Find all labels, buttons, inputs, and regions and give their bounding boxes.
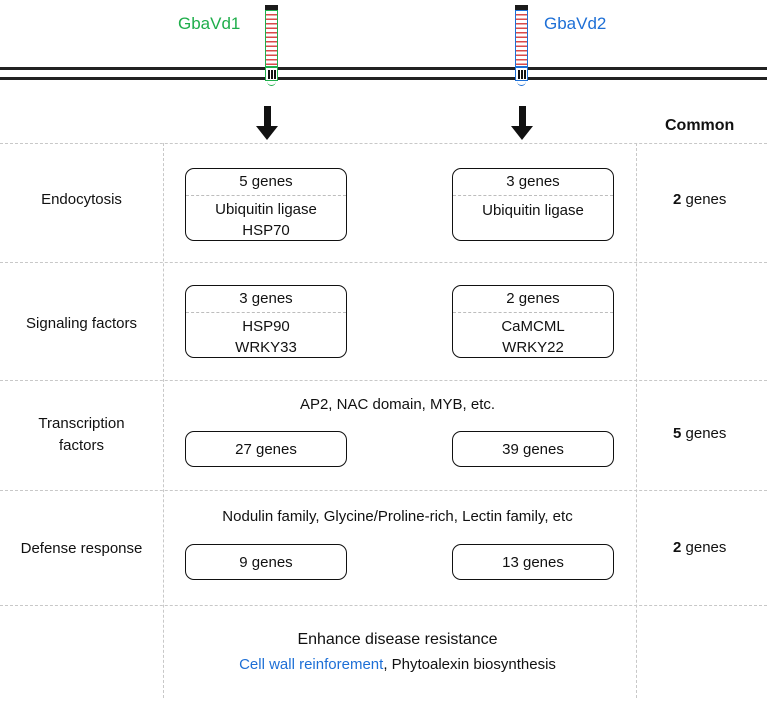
receptor-transmembrane-domain: [265, 67, 278, 81]
gene-box-gbavd1-defense: 9 genes: [185, 544, 347, 580]
box-divider: [186, 195, 346, 196]
gene-item: HSP90: [242, 318, 290, 335]
category-label-defense-response: Defense response: [20, 540, 143, 557]
gene-family-list-transcription: AP2, NAC domain, MYB, etc.: [299, 396, 496, 413]
column-divider: [636, 143, 637, 698]
row-divider: [0, 380, 767, 381]
common-column-header: Common: [665, 117, 735, 134]
gene-item: HSP70: [242, 222, 290, 239]
receptor-name-gbavd2: GbaVd2: [544, 14, 607, 33]
gene-box-gbavd2-transcription: 39 genes: [452, 431, 614, 467]
gene-item: Ubiquitin ligase: [215, 201, 317, 218]
gene-count: 39 genes: [502, 440, 564, 458]
receptor-tail: [267, 81, 276, 86]
gene-count: 5 genes: [239, 173, 293, 190]
gene-count: 3 genes: [239, 290, 293, 307]
gene-count: 27 genes: [235, 440, 297, 458]
receptor-transmembrane-domain: [515, 67, 528, 81]
membrane-outer-line: [0, 67, 767, 70]
receptor-name-gbavd1: GbaVd1: [178, 14, 241, 33]
outcome-detail: Cell wall reinforement, Phytoalexin bios…: [160, 656, 635, 673]
category-label-signaling-factors: Signaling factors: [26, 315, 137, 332]
gene-box-gbavd1-transcription: 27 genes: [185, 431, 347, 467]
membrane-inner-line: [0, 77, 767, 80]
box-divider: [453, 312, 613, 313]
column-divider: [163, 143, 164, 698]
gene-box-gbavd1-signaling: 3 genes HSP90 WRKY33: [185, 285, 347, 358]
gene-item: Ubiquitin ligase: [482, 202, 584, 219]
common-count-endocytosis: 2 genes: [673, 191, 727, 208]
common-count-defense: 2 genes: [673, 539, 727, 556]
gene-box-gbavd2-signaling: 2 genes CaMCML WRKY22: [452, 285, 614, 358]
common-count-transcription: 5 genes: [673, 425, 727, 442]
receptor-extracellular-domain: [265, 10, 278, 67]
row-divider: [0, 605, 767, 606]
box-divider: [186, 312, 346, 313]
gene-count: 3 genes: [506, 173, 560, 190]
gene-item: WRKY22: [502, 339, 564, 356]
gene-box-gbavd2-endocytosis: 3 genes Ubiquitin ligase: [452, 168, 614, 241]
receptor-gbavd2: [515, 5, 528, 86]
gene-box-gbavd2-defense: 13 genes: [452, 544, 614, 580]
row-divider: [0, 490, 767, 491]
gene-item: WRKY33: [235, 339, 297, 356]
gene-box-gbavd1-endocytosis: 5 genes Ubiquitin ligase HSP70: [185, 168, 347, 241]
box-divider: [453, 195, 613, 196]
gene-count: 2 genes: [506, 290, 560, 307]
row-divider: [0, 143, 767, 144]
gene-item: CaMCML: [501, 318, 565, 335]
row-divider: [0, 262, 767, 263]
category-label-endocytosis: Endocytosis: [41, 191, 122, 208]
outcome-title: Enhance disease resistance: [297, 631, 498, 648]
receptor-cap: [265, 5, 278, 10]
gene-count: 9 genes: [239, 553, 293, 571]
category-label-transcription-factors: Transcription factors: [38, 415, 125, 454]
outcome-highlight: Cell wall reinforement: [239, 656, 384, 673]
receptor-gbavd1: [265, 5, 278, 86]
receptor-tail: [517, 81, 526, 86]
outcome-rest: , Phytoalexin biosynthesis: [383, 656, 556, 673]
gene-family-list-defense: Nodulin family, Glycine/Proline-rich, Le…: [222, 508, 573, 525]
gene-count: 13 genes: [502, 553, 564, 571]
receptor-extracellular-domain: [515, 10, 528, 67]
receptor-cap: [515, 5, 528, 10]
